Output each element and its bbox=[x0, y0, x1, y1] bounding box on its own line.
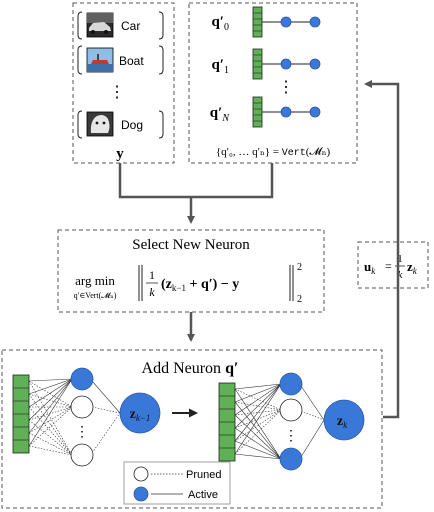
neuron-node bbox=[280, 58, 292, 70]
active-neuron bbox=[279, 372, 303, 396]
update-equals: = bbox=[385, 259, 392, 273]
vertex-set-arg: (𝓜ₙ) bbox=[306, 146, 331, 158]
neuron-node bbox=[280, 16, 292, 28]
update-lhs: uk bbox=[364, 259, 376, 276]
weight-vector-bar bbox=[252, 48, 263, 80]
add-neuron-title-text: Add Neuron bbox=[142, 360, 226, 377]
pruned-neuron bbox=[279, 398, 303, 422]
candidate-row-q1: q′1 bbox=[211, 48, 321, 80]
expression-subscript: k−1 bbox=[172, 283, 186, 293]
legend-pruned-label: Pruned bbox=[186, 469, 221, 481]
candidate-label: q′N bbox=[210, 105, 231, 124]
add-neuron-box: Add Neuron q′ bbox=[1, 349, 383, 509]
candidate-label: q′0 bbox=[211, 14, 229, 33]
update-rhs-symbol: z bbox=[407, 259, 413, 274]
output-label-current: zk bbox=[337, 414, 348, 430]
new-active-neuron bbox=[279, 447, 303, 471]
pruned-neuron bbox=[70, 443, 94, 467]
candidate-prime: ′ bbox=[220, 14, 224, 30]
vertex-set-left: {q′₀, … q′ₙ} = bbox=[216, 146, 282, 158]
weight-vector-bar bbox=[252, 96, 263, 128]
expression-rest: + q′) − y bbox=[186, 277, 239, 292]
dataset-panel: Car Boat ⋮ Dog bbox=[72, 2, 175, 164]
add-neuron-title-symbol: q′ bbox=[225, 360, 238, 377]
active-connections bbox=[28, 378, 73, 447]
update-denominator: k bbox=[398, 269, 404, 281]
update-rhs: zk bbox=[407, 259, 418, 276]
output-neuron-current bbox=[323, 399, 365, 441]
dataset-item-boat: Boat bbox=[77, 45, 164, 75]
vertex-set-func: Vert bbox=[282, 148, 306, 159]
select-neuron-title: Select New Neuron bbox=[132, 237, 250, 253]
pruned-connections bbox=[234, 388, 282, 455]
update-lhs-symbol: u bbox=[364, 259, 371, 274]
dataset-label: Boat bbox=[119, 54, 144, 68]
candidates-panel: q′0 q′1 bbox=[188, 2, 358, 164]
neuron-node bbox=[309, 106, 321, 118]
candidate-symbol: q bbox=[211, 57, 220, 73]
argmin-subscript: q′∈Vert(𝓜ₙ) bbox=[74, 291, 117, 300]
weight-vector-bar bbox=[252, 6, 263, 38]
vertex-set-definition: {q′₀, … q′ₙ} = Vert(𝓜ₙ) bbox=[216, 146, 331, 159]
fraction-denominator: k bbox=[149, 285, 155, 299]
network-after: ⋮ zk bbox=[218, 372, 365, 471]
update-box: uk = 1 k zk bbox=[357, 241, 429, 289]
argmin-operator: arg min bbox=[75, 273, 115, 288]
active-neuron bbox=[70, 367, 94, 391]
target-label-y: y bbox=[116, 146, 124, 162]
select-neuron-box: Select New Neuron arg min q′∈Vert(𝓜ₙ) 1 … bbox=[57, 229, 325, 313]
candidate-label: q′1 bbox=[211, 57, 229, 76]
candidate-row-q0: q′0 bbox=[211, 6, 321, 38]
pruned-connections bbox=[28, 380, 73, 456]
dataset-item-dog: Dog bbox=[77, 110, 164, 139]
candidate-subscript: 0 bbox=[224, 22, 229, 33]
update-lhs-subscript: k bbox=[371, 266, 376, 276]
expression-open: (z bbox=[161, 277, 172, 292]
output-subscript: k−1 bbox=[136, 413, 151, 423]
output-subscript: k bbox=[343, 420, 348, 430]
neuron-node bbox=[309, 16, 321, 28]
input-layer-bar bbox=[12, 374, 30, 454]
dataset-label: Dog bbox=[121, 118, 143, 132]
dataset-label: Car bbox=[121, 19, 140, 33]
hidden-ellipsis: ⋮ bbox=[284, 429, 298, 444]
merge-arrows bbox=[118, 163, 274, 224]
legend: Pruned Active bbox=[123, 461, 231, 505]
candidate-row-qN: q′N bbox=[210, 96, 321, 128]
norm-superscript: 2 bbox=[297, 262, 302, 273]
network-before: ⋮ zk−1 bbox=[12, 367, 161, 467]
output-symbol: z bbox=[130, 407, 136, 422]
objective-expression: (zk−1 + q′) − y bbox=[161, 277, 239, 293]
update-rhs-subscript: k bbox=[413, 266, 418, 276]
candidate-prime: ′ bbox=[220, 57, 224, 73]
candidate-subscript: N bbox=[221, 113, 230, 124]
legend-pruned-marker bbox=[133, 466, 149, 482]
car-photo-icon bbox=[86, 12, 114, 38]
feedback-loop-arrow bbox=[364, 80, 400, 419]
output-label-prev: zk−1 bbox=[130, 407, 151, 423]
boat-photo-icon bbox=[86, 47, 114, 73]
candidate-prime: ′ bbox=[218, 105, 222, 121]
add-neuron-title: Add Neuron q′ bbox=[142, 360, 239, 377]
update-numerator: 1 bbox=[397, 253, 403, 265]
hidden-ellipsis: ⋮ bbox=[75, 425, 89, 440]
output-symbol: z bbox=[337, 414, 343, 429]
candidate-subscript: 1 bbox=[224, 65, 229, 76]
neuron-node bbox=[280, 106, 292, 118]
candidates-ellipsis: ⋮ bbox=[278, 79, 294, 96]
dog-photo-icon bbox=[86, 111, 114, 137]
legend-active-marker bbox=[133, 486, 149, 502]
output-neuron-prev bbox=[119, 392, 161, 434]
dataset-ellipsis: ⋮ bbox=[109, 84, 125, 101]
legend-active-label: Active bbox=[188, 489, 218, 501]
norm-subscript: 2 bbox=[297, 294, 302, 305]
fraction-numerator: 1 bbox=[149, 268, 155, 282]
candidate-symbol: q bbox=[210, 105, 219, 121]
neuron-node bbox=[309, 58, 321, 70]
pruned-neuron bbox=[70, 395, 94, 419]
candidate-symbol: q bbox=[211, 14, 220, 30]
input-layer-bar bbox=[218, 382, 236, 462]
dataset-item-car: Car bbox=[77, 11, 164, 40]
